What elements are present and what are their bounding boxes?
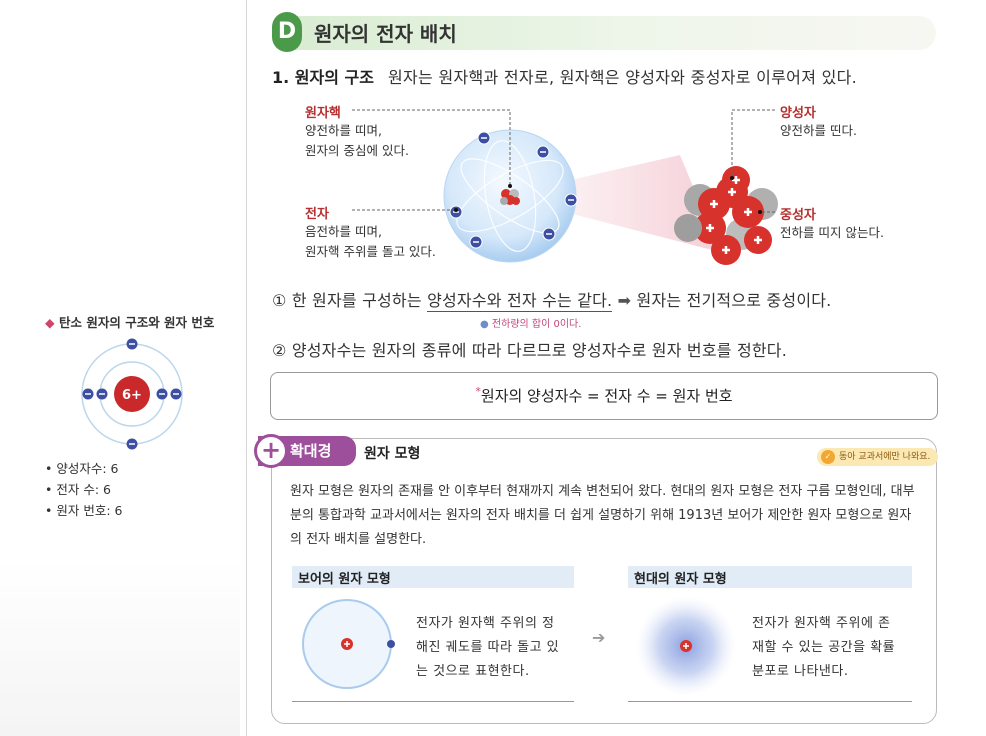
extension-label: 확대경: [290, 442, 332, 460]
right-arrow-icon: ➡: [617, 291, 632, 310]
extension-body: 원자 모형은 원자의 존재를 안 이후부터 현재까지 계속 변천되어 왔다. 현…: [290, 484, 915, 547]
section-title: 원자의 전자 배치: [314, 22, 457, 46]
point-1-note-text: 전하량의 합이 0이다.: [491, 319, 582, 330]
point-2-number: ②: [272, 341, 287, 360]
bohr-description-line3: 는 것으로 표현한다.: [416, 664, 530, 679]
bohr-description: 전자가 원자핵 주위의 정 해진 궤도를 따라 돌고 있 는 것으로 표현한다.: [416, 612, 559, 684]
section-letter-badge: D: [272, 12, 302, 52]
electron-label-title: 전자: [305, 207, 329, 222]
point-2-text: 양성자수는 원자의 종류에 따라 다르므로 양성자수로 원자 번호를 정한다.: [291, 341, 788, 360]
neutron-label: 중성자 전하를 띠지 않는다.: [780, 204, 884, 243]
neutron-label-line1: 전하를 띠지 않는다.: [780, 225, 884, 240]
formula-box: *원자의 양성자수 = 전자 수 = 원자 번호: [270, 372, 938, 420]
nucleus-label-line2: 원자의 중심에 있다.: [305, 143, 409, 158]
subsection-text: 원자는 원자핵과 전자로, 원자핵은 양성자와 중성자로 이루어져 있다.: [388, 68, 858, 87]
bohr-bottom-rule: [292, 701, 574, 702]
nucleus-label-line1: 양전하를 띠며,: [305, 123, 382, 138]
point-1-number: ①: [272, 291, 287, 310]
point-2: ② 양성자수는 원자의 종류에 따라 다르므로 양성자수로 원자 번호를 정한다…: [272, 337, 787, 361]
bohr-model-diagram: [302, 599, 395, 689]
textbook-badge-text: 동아 교과서에만 나와요.: [839, 452, 931, 462]
modern-description: 전자가 원자핵 주위에 존 재할 수 있는 공간을 확률 분포로 나타낸다.: [752, 612, 895, 684]
neutron-label-title: 중성자: [780, 208, 816, 223]
margin-divider: [246, 0, 247, 736]
plus-circle-icon: +: [254, 434, 288, 468]
electron-label-line1: 음전하를 띠며,: [305, 224, 382, 239]
formula-text: 원자의 양성자수 = 전자 수 = 원자 번호: [480, 387, 733, 405]
right-arrow-icon: ➔: [592, 628, 606, 647]
point-1-note: ● 전하량의 합이 0이다.: [480, 319, 582, 330]
section-header-band: [272, 16, 936, 50]
proton-label: 양성자 양전하를 띤다.: [780, 102, 857, 141]
nucleus-label: 원자핵 양전하를 띠며, 원자의 중심에 있다.: [305, 102, 409, 161]
point-1: ① 한 원자를 구성하는 양성자수와 전자 수는 같다. ➡ 원자는 전기적으로…: [272, 287, 832, 312]
list-item: • 원자 번호: 6: [45, 503, 123, 518]
modern-model-title: 현대의 원자 모형: [634, 572, 727, 587]
atom-structure-diagram: [352, 109, 778, 265]
diamond-bullet-icon: ◆: [45, 315, 55, 330]
formula-line: *원자의 양성자수 = 전자 수 = 원자 번호: [271, 385, 937, 406]
modern-description-line2: 재할 수 있는 공간을 확률: [752, 640, 896, 655]
modern-description-line1: 전자가 원자핵 주위에 존: [752, 616, 891, 631]
modern-title-band: [628, 566, 912, 588]
list-item: • 전자 수: 6: [45, 482, 111, 497]
modern-description-line3: 분포로 나타낸다.: [752, 664, 849, 679]
point-1-pre: 한 원자를 구성하는: [291, 291, 422, 310]
proton-label-title: 양성자: [780, 106, 816, 121]
asterisk-mark: *: [475, 385, 481, 398]
bohr-model-title: 보어의 원자 모형: [298, 572, 391, 587]
bohr-title-band: [292, 566, 574, 588]
sidebar-title-text: 탄소 원자의 구조와 원자 번호: [58, 315, 215, 330]
book-icon: ✓: [821, 450, 835, 464]
electron-label: 전자 음전하를 띠며, 원자핵 주위를 돌고 있다.: [305, 203, 436, 262]
extension-title: 원자 모형: [364, 446, 421, 462]
modern-bottom-rule: [628, 701, 912, 702]
bohr-description-line2: 해진 궤도를 따라 돌고 있: [416, 640, 560, 655]
subsection-heading: 1. 원자의 구조: [272, 68, 374, 87]
electron-cloud-diagram: [636, 596, 736, 696]
electron-label-line2: 원자핵 주위를 돌고 있다.: [305, 244, 436, 259]
carbon-atom-diagram: 6+: [81, 338, 183, 450]
list-item: • 양성자수: 6: [45, 461, 119, 476]
sidebar-title: ◆ 탄소 원자의 구조와 원자 번호: [45, 312, 214, 331]
bohr-description-line1: 전자가 원자핵 주위의 정: [416, 616, 555, 631]
carbon-facts-list: • 양성자수: 6 • 전자 수: 6 • 원자 번호: 6: [45, 458, 122, 521]
point-1-underlined: 양성자수와 전자 수는 같다.: [427, 291, 613, 312]
point-1-post: 원자는 전기적으로 중성이다.: [636, 291, 832, 310]
carbon-nucleus-label: 6+: [122, 388, 142, 403]
sidebar-background: [0, 560, 240, 736]
nucleus-label-title: 원자핵: [305, 106, 341, 121]
textbook-badge: ✓ 동아 교과서에만 나와요.: [817, 448, 939, 466]
proton-label-line1: 양전하를 띤다.: [780, 123, 857, 138]
